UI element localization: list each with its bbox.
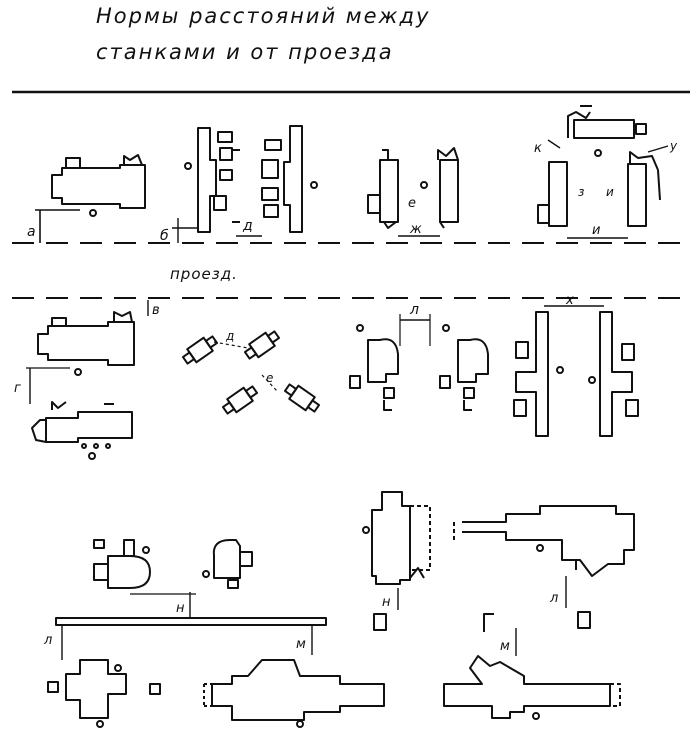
machine-small-arch-1	[93, 539, 151, 589]
dim-label-u: и	[592, 223, 600, 238]
machine-lathe-2	[37, 311, 135, 376]
machine-group4-left	[537, 161, 568, 227]
machine-large-part	[577, 611, 591, 629]
dim-label-zh: ж	[409, 222, 422, 237]
dim-label-m2: м	[500, 639, 510, 654]
machine-pair-left	[367, 149, 399, 229]
machine-rotated-1	[181, 335, 219, 365]
machine-top-horizontal	[567, 105, 647, 139]
machine-lathe-1	[51, 154, 146, 217]
dim-y-line	[647, 145, 669, 153]
machine-pair-right	[437, 147, 459, 229]
machine-group4-marker	[594, 149, 602, 157]
diagram-title-line-2: станками и от проезда	[96, 40, 394, 64]
dim-label-l: л	[409, 302, 419, 318]
dim-label-a: а	[27, 224, 36, 240]
machine-vertical-2	[261, 125, 318, 233]
passage-bar	[55, 617, 327, 626]
dim-label-b: б	[160, 228, 169, 244]
dim-label-y: у	[669, 139, 678, 153]
machine-pair-marker	[420, 181, 428, 189]
diagram-title-line-1: Нормы расстояний между	[96, 4, 431, 28]
machine-tall-right	[588, 311, 639, 437]
machine-tall-block	[362, 491, 431, 585]
dim-label-e2: е	[266, 371, 273, 385]
machine-tall-left	[513, 311, 564, 437]
machine-vertical-1	[184, 127, 240, 233]
machine-long-2	[443, 655, 621, 720]
dim-label-n: н	[176, 601, 185, 616]
dim-label-l2: л	[43, 633, 52, 648]
dim-k-line	[547, 139, 561, 149]
dim-label-n2: н	[382, 595, 391, 610]
machine-group4-right	[627, 151, 661, 227]
machine-lathe-3	[31, 401, 133, 460]
dim-label-z: з	[578, 185, 584, 199]
machine-arch-left	[349, 324, 399, 411]
dim-e-line	[261, 374, 279, 393]
machine-rotated-4	[283, 383, 321, 413]
machine-small-arch-2	[202, 539, 253, 589]
machine-tall-block-part	[373, 613, 387, 631]
dim-label-m: м	[296, 637, 306, 652]
dim-label-v: в	[152, 303, 160, 318]
dim-label-d: д	[242, 218, 253, 234]
dim-label-e: е	[408, 196, 416, 211]
machine-long-1	[203, 659, 385, 728]
dim-label-i: и	[606, 185, 614, 199]
dim-label-x: х	[565, 293, 574, 308]
machine-arch-right	[439, 324, 489, 411]
machine-large-horizontal	[453, 505, 635, 577]
dim-label-g: г	[14, 381, 21, 396]
dim-label-d2: д	[225, 329, 234, 343]
road-label: проезд.	[170, 265, 238, 283]
machine-cross-1	[47, 659, 161, 728]
machine-rotated-2	[243, 330, 281, 360]
dim-label-k: к	[534, 141, 542, 156]
machine-rotated-3	[221, 385, 259, 415]
machine-small-bracket	[483, 613, 494, 632]
dim-label-l3: л	[549, 591, 558, 606]
